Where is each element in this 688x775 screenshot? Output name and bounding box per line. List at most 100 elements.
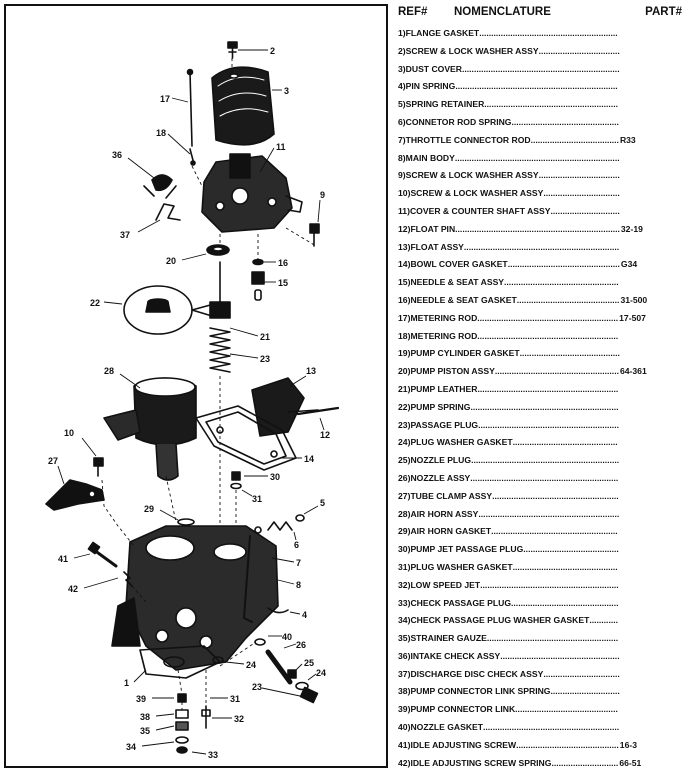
part-ref-separator: ) bbox=[402, 134, 406, 145]
part-ref-separator: ) bbox=[407, 526, 411, 537]
part-name: AIR HORN ASSY bbox=[410, 508, 479, 519]
part-ref-separator: ) bbox=[407, 383, 411, 394]
callout-38: 36 bbox=[112, 150, 122, 160]
part-ref: 6 bbox=[398, 116, 403, 127]
part-ref: 16 bbox=[398, 294, 408, 305]
callout-28: 28 bbox=[104, 366, 114, 376]
part-ref-separator: ) bbox=[407, 615, 411, 626]
callout-36: 38 bbox=[140, 712, 150, 722]
part-ref: 19 bbox=[398, 348, 408, 359]
callout-34: 34 bbox=[126, 742, 136, 752]
part-ref: 9 bbox=[398, 170, 403, 181]
callout-11: 11 bbox=[276, 142, 286, 152]
callout-13: 13 bbox=[306, 366, 316, 376]
part-name: THROTTLE CONNECTOR ROD bbox=[405, 134, 531, 145]
part-name: PLUG WASHER GASKET bbox=[410, 437, 513, 448]
part-ref: 22 bbox=[398, 401, 408, 412]
callout-35: 35 bbox=[140, 726, 150, 736]
part-name: NOZZLE GASKET bbox=[410, 722, 484, 733]
part-name: PUMP LEATHER bbox=[410, 383, 478, 394]
dot-leader: ........................................… bbox=[491, 526, 618, 537]
carburetor-exploded-view: 2 3 17 18 36 37 11 9 20 16 15 22 21 23 2… bbox=[45, 41, 340, 760]
part-ref-separator: ) bbox=[407, 401, 411, 412]
exploded-diagram-panel: 2 3 17 18 36 37 11 9 20 16 15 22 21 23 2… bbox=[4, 4, 388, 768]
part-row-11: 11) COVER & COUNTER SHAFT ASSY..........… bbox=[398, 206, 684, 224]
callout-5: 5 bbox=[320, 498, 325, 508]
part-name: FLOAT ASSY bbox=[410, 241, 464, 252]
dot-leader: ........................................… bbox=[492, 490, 619, 501]
part-ref-separator: ) bbox=[402, 81, 406, 92]
part-row-3: 3) DUST COVER...........................… bbox=[398, 64, 684, 82]
part-row-41: 41) IDLE ADJUSTING SCREW................… bbox=[398, 740, 684, 758]
part-41-idle-adjusting-screw bbox=[87, 541, 118, 568]
part-ref-separator: ) bbox=[407, 455, 411, 466]
parts-list-panel: REF# NOMENCLATURE PART# 1) FLANGE GASKET… bbox=[392, 0, 688, 772]
callout-40: 40 bbox=[282, 632, 292, 642]
callout-labels: 2 3 17 18 36 37 11 9 20 16 15 22 21 23 2… bbox=[48, 46, 330, 760]
part-name: SCREW & LOCK WASHER ASSY bbox=[405, 170, 539, 181]
part-32-low-speed-jet bbox=[201, 705, 211, 729]
part-ref-separator: ) bbox=[407, 330, 411, 341]
callout-23: 23 bbox=[252, 682, 262, 692]
part-33-check-passage-plug bbox=[176, 746, 188, 754]
dot-leader: ........................................… bbox=[463, 241, 620, 252]
part-ref-separator: ) bbox=[407, 757, 411, 768]
part-ref: 26 bbox=[398, 472, 408, 483]
callout-25: 25 bbox=[304, 658, 314, 668]
part-number: 16-3 bbox=[619, 739, 637, 750]
part-21-pump-leather bbox=[123, 285, 215, 335]
part-ref-separator: ) bbox=[402, 45, 406, 56]
part-name: PUMP SPRING bbox=[410, 401, 471, 412]
part-29-air-horn-gasket bbox=[177, 518, 195, 526]
part-ref-separator: ) bbox=[407, 561, 411, 572]
part-ref-separator: ) bbox=[402, 152, 406, 163]
dot-leader: ........................................… bbox=[455, 223, 620, 234]
part-8-main-body bbox=[111, 525, 279, 671]
dot-leader: ........................................… bbox=[478, 419, 619, 430]
dot-leader: ........................................… bbox=[477, 312, 619, 323]
part-name: NOZZLE ASSY bbox=[410, 472, 471, 483]
part-row-13: 13) FLOAT ASSY..........................… bbox=[398, 242, 684, 260]
part-ref-separator: ) bbox=[402, 99, 406, 110]
dot-leader: ............................. bbox=[550, 205, 620, 216]
part-row-23: 23) PASSAGE PLUG........................… bbox=[398, 420, 684, 438]
dot-leader: ........................................… bbox=[470, 401, 619, 412]
part-ref: 2 bbox=[398, 45, 403, 56]
part-ref: 38 bbox=[398, 686, 408, 697]
part-ref: 20 bbox=[398, 366, 408, 377]
part-row-17: 17) METERING ROD........................… bbox=[398, 313, 684, 331]
callout-18: 18 bbox=[156, 128, 166, 138]
part-11-cover-assy bbox=[201, 153, 303, 233]
part-row-9: 9) SCREW & LOCK WASHER ASSY.............… bbox=[398, 170, 684, 188]
dot-leader: ........................................… bbox=[519, 348, 620, 359]
part-ref: 31 bbox=[398, 561, 408, 572]
part-row-30: 30) PUMP JET PASSAGE PLUG...............… bbox=[398, 544, 684, 562]
callout-42: 42 bbox=[68, 584, 78, 594]
callout-33: 33 bbox=[208, 750, 218, 760]
part-row-22: 22) PUMP SPRING.........................… bbox=[398, 402, 684, 420]
part-row-26: 26) NOZZLE ASSY.........................… bbox=[398, 473, 684, 491]
part-ref-separator: ) bbox=[407, 205, 410, 216]
part-row-7: 7) THROTTLE CONNECTOR ROD...............… bbox=[398, 135, 684, 153]
part-name: PUMP CONNECTOR LINK bbox=[410, 704, 516, 715]
part-ref-separator: ) bbox=[402, 170, 406, 181]
dot-leader: ............................ bbox=[551, 757, 619, 768]
part-ref-separator: ) bbox=[407, 223, 411, 234]
part-row-40: 40) NOZZLE GASKET.......................… bbox=[398, 722, 684, 740]
part-ref: 40 bbox=[398, 722, 408, 733]
part-ref-separator: ) bbox=[407, 437, 411, 448]
part-row-18: 18) METERING ROD........................… bbox=[398, 331, 684, 349]
callout-32: 32 bbox=[234, 714, 244, 724]
part-row-5: 5) SPRING RETAINER......................… bbox=[398, 99, 684, 117]
part-row-24: 24) PLUG WASHER GASKET..................… bbox=[398, 437, 684, 455]
callout-15: 15 bbox=[278, 278, 288, 288]
part-17-metering-rod bbox=[186, 68, 194, 147]
callout-14: 14 bbox=[304, 454, 314, 464]
part-ref-separator: ) bbox=[407, 650, 411, 661]
part-18-spring bbox=[189, 148, 196, 166]
callout-39: 37 bbox=[120, 230, 130, 240]
dot-leader: ........................................… bbox=[486, 633, 619, 644]
part-ref-separator: ) bbox=[407, 508, 411, 519]
callout-20: 21 bbox=[260, 332, 270, 342]
part-ref: 28 bbox=[398, 508, 408, 519]
